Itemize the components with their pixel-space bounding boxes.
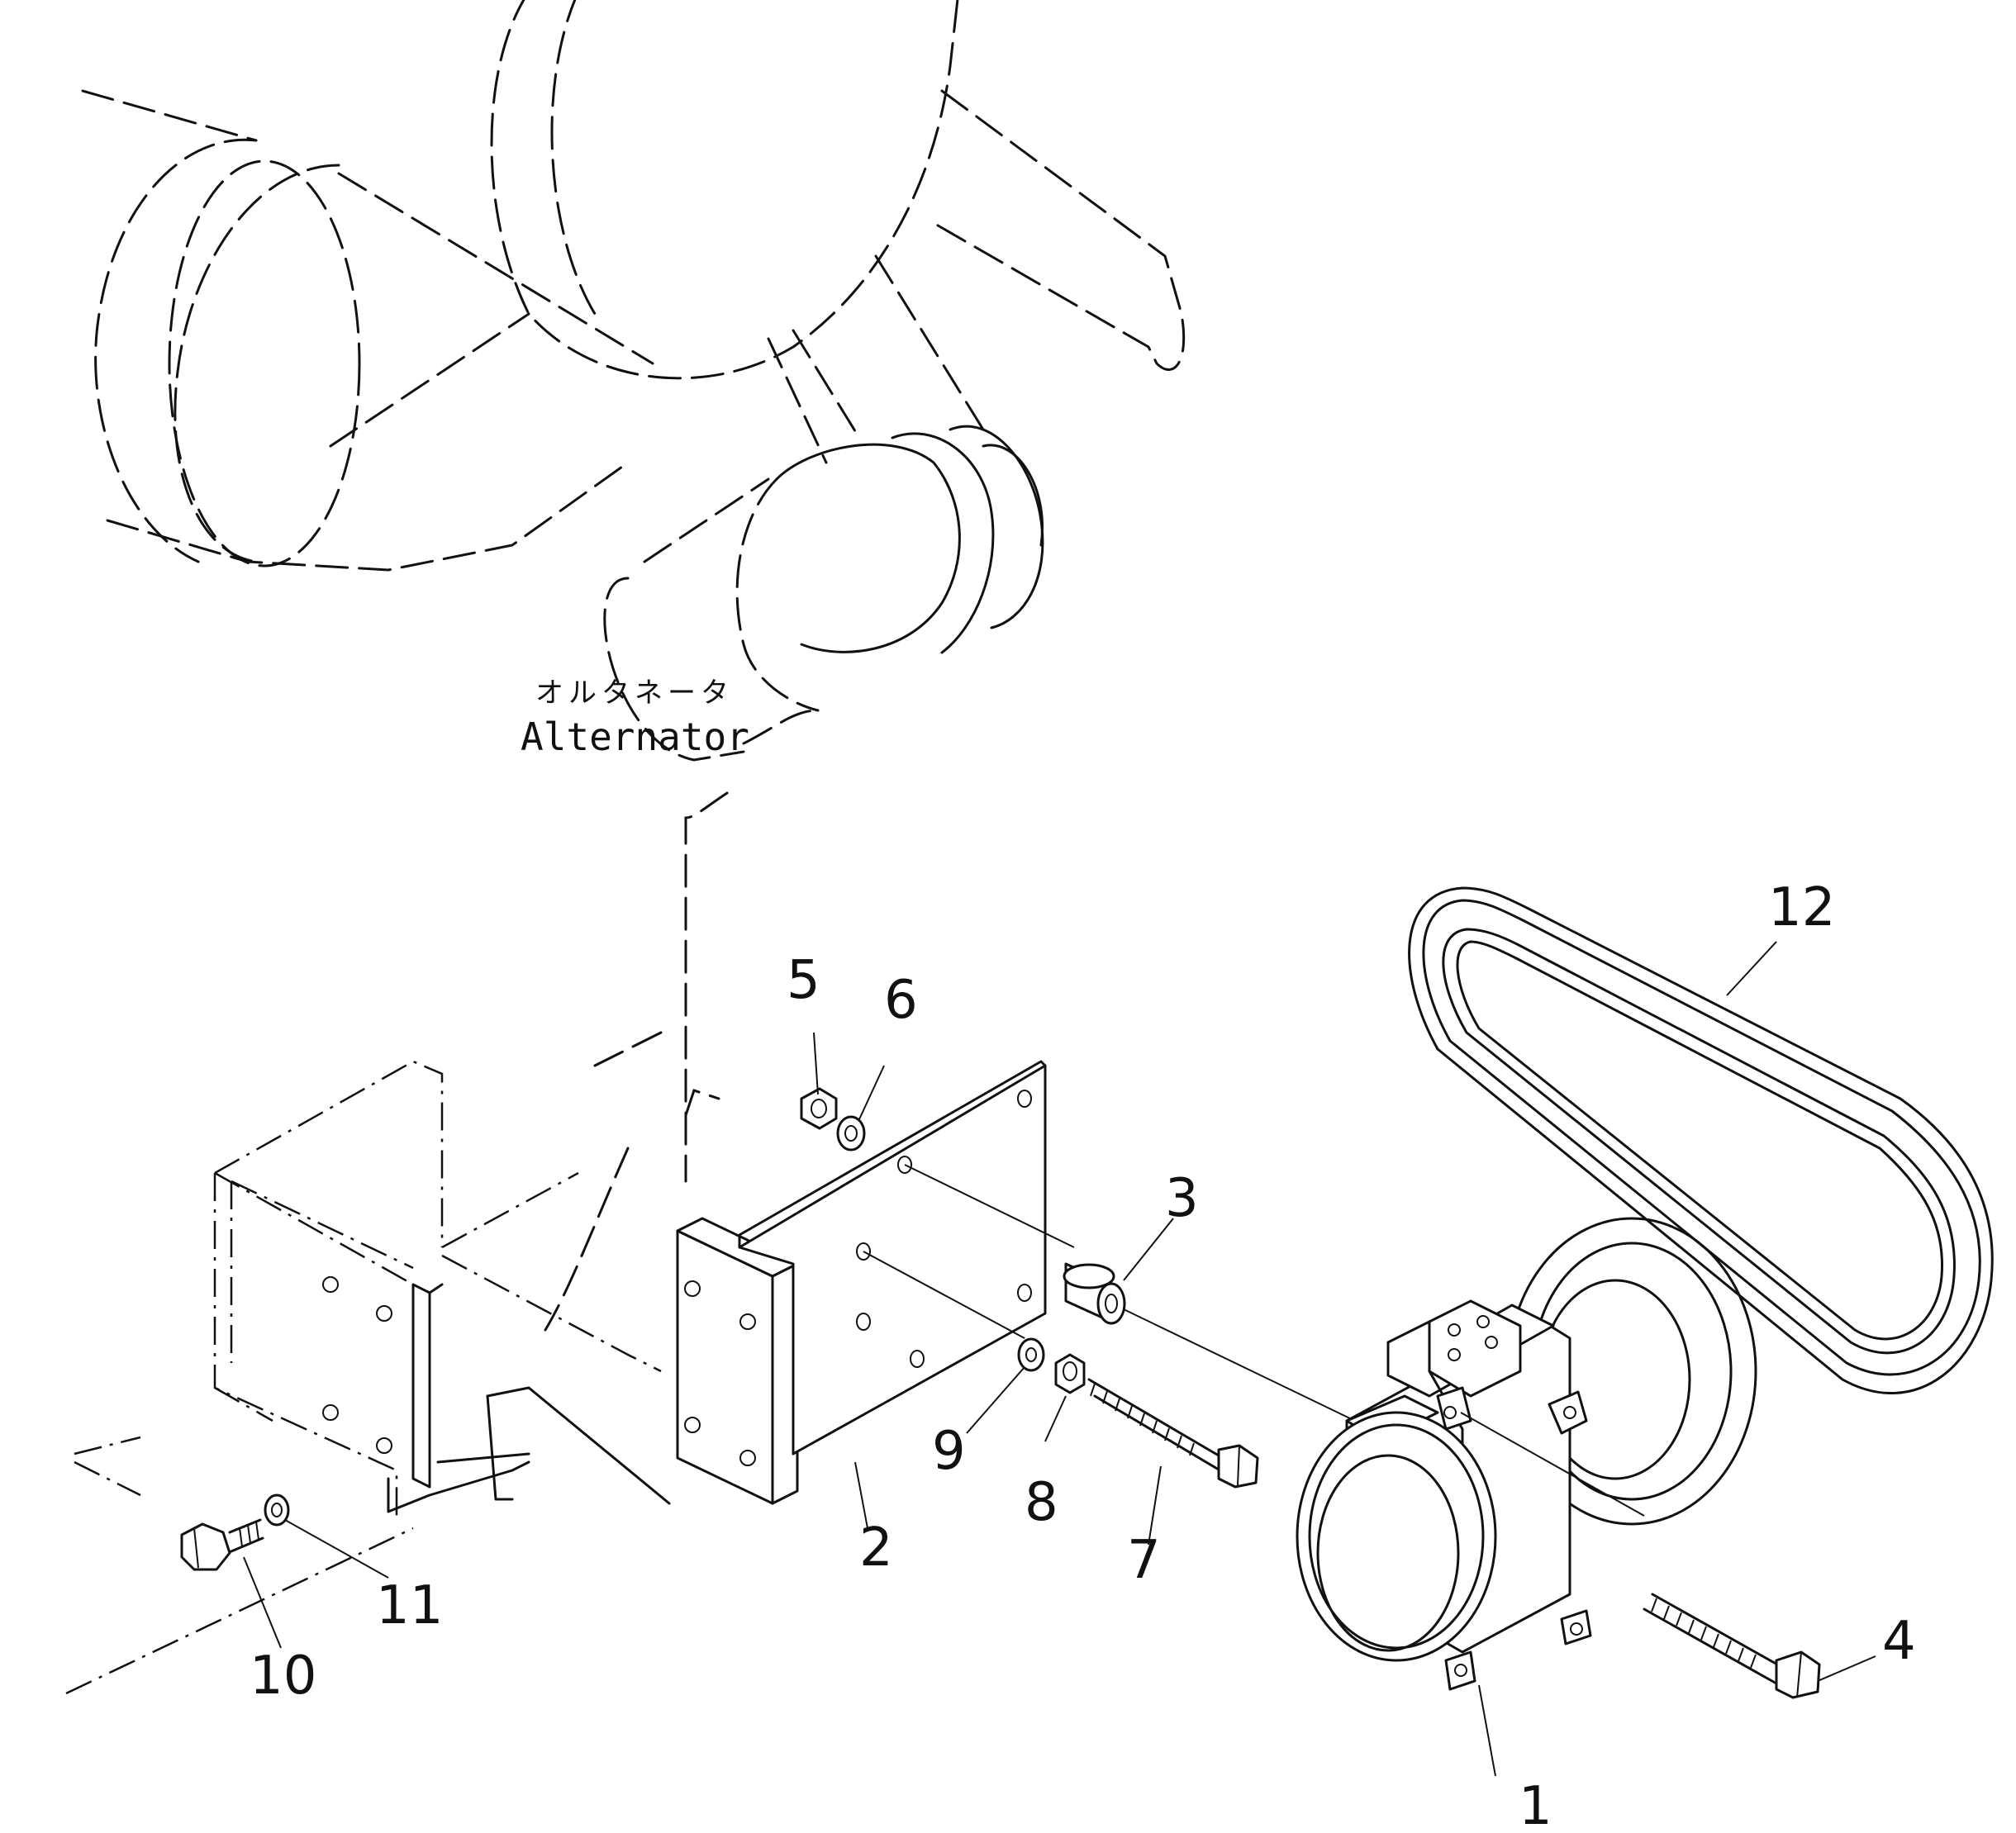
callout-10: 10 xyxy=(250,1645,316,1707)
leader-lines xyxy=(243,941,1876,1777)
callouts: 1 2 3 4 5 6 7 8 9 10 11 12 xyxy=(250,877,1916,1833)
callout-6: 6 xyxy=(884,970,918,1031)
washer-part-11 xyxy=(264,1493,290,1527)
callout-4: 4 xyxy=(1882,1611,1916,1672)
spacer-part-3 xyxy=(1063,1262,1356,1422)
callout-7: 7 xyxy=(1127,1530,1161,1591)
nut-part-5 xyxy=(800,1087,838,1130)
callout-1: 1 xyxy=(1519,1776,1552,1833)
washer-part-9 xyxy=(1017,1337,1045,1372)
bracket-part-2 xyxy=(676,1060,1075,1505)
engine-mount xyxy=(65,1060,671,1695)
callout-2: 2 xyxy=(859,1517,893,1579)
alternator-label-en: Alternator xyxy=(521,715,749,759)
alternator-label-jp: オルタネータ xyxy=(535,677,734,710)
washer-part-6 xyxy=(836,1115,866,1152)
bolt-part-10 xyxy=(180,1518,264,1571)
bolt-part-7 xyxy=(1087,1378,1259,1489)
bolt-part-4 xyxy=(1643,1593,1821,1699)
callout-12: 12 xyxy=(1768,877,1835,938)
callout-3: 3 xyxy=(1165,1168,1199,1229)
engine-phantom-outline xyxy=(81,0,1186,1332)
callout-9: 9 xyxy=(932,1421,966,1482)
nut-part-8 xyxy=(1054,1353,1086,1394)
callout-8: 8 xyxy=(1025,1472,1058,1533)
callout-11: 11 xyxy=(376,1575,443,1636)
v-belt-part-12 xyxy=(1408,886,1994,1395)
compressor-part-1 xyxy=(1296,1217,1757,1691)
callout-5: 5 xyxy=(787,950,820,1011)
